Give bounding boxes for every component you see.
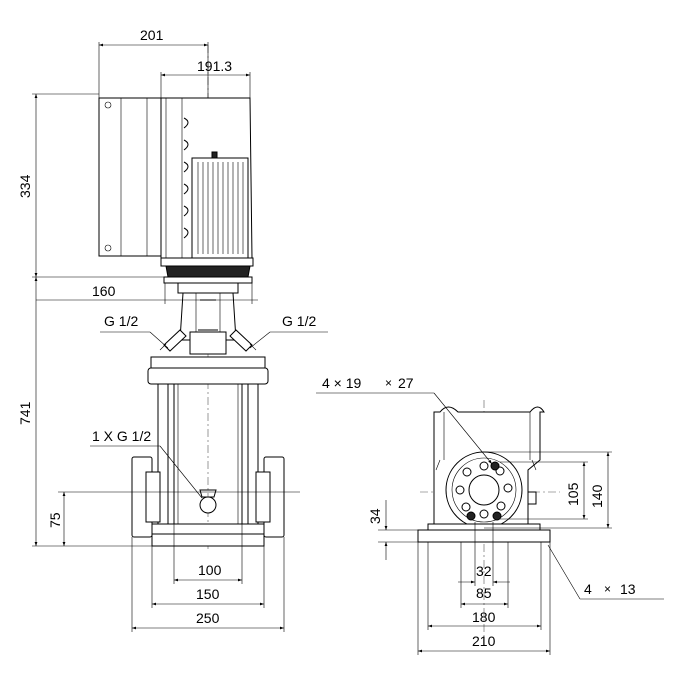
terminal-box bbox=[98, 97, 162, 257]
outlet-flange bbox=[255, 456, 285, 538]
dim-motor-width: 201 bbox=[98, 27, 209, 98]
dim-label-160: 160 bbox=[92, 283, 116, 299]
motor bbox=[98, 97, 254, 284]
pump-base bbox=[151, 523, 265, 535]
dim-label-210: 210 bbox=[472, 633, 496, 649]
dim-flange-105: 105 bbox=[500, 461, 588, 520]
end-base-plate bbox=[417, 529, 551, 543]
label-flange-holes-x: × bbox=[385, 376, 392, 390]
callout-drain: 1 X G 1/2 bbox=[90, 428, 203, 499]
flange-bore bbox=[468, 474, 500, 506]
dim-label-250: 250 bbox=[196, 610, 220, 626]
label-base-holes-4: 4 bbox=[584, 581, 592, 597]
label-drain: 1 X G 1/2 bbox=[92, 428, 151, 444]
vent-plug-right bbox=[229, 329, 253, 352]
label-flange-holes: 4 × 19 bbox=[322, 375, 362, 391]
dim-base-100: 100 bbox=[173, 524, 243, 584]
pump-head-top bbox=[150, 356, 266, 369]
dim-inlet-height: 75 bbox=[47, 491, 300, 546]
motor-flange bbox=[165, 265, 251, 278]
dim-210: 210 bbox=[417, 542, 551, 655]
callout-flange-holes: 4 × 19 × 27 bbox=[316, 375, 493, 465]
dim-label-34: 34 bbox=[367, 508, 383, 524]
label-flange-holes-27: 27 bbox=[398, 375, 414, 391]
dim-coupling-width: 160 bbox=[36, 283, 258, 304]
callout-base-holes: 4 × 13 bbox=[547, 544, 664, 600]
dim-32: 32 bbox=[458, 522, 510, 586]
dim-label-75: 75 bbox=[47, 512, 63, 528]
label-vent-left: G 1/2 bbox=[104, 313, 138, 329]
dim-85: 85 bbox=[460, 542, 509, 608]
side-plug bbox=[527, 491, 537, 505]
side-view: 201 191.3 334 741 160 bbox=[17, 27, 328, 632]
cooling-fins bbox=[191, 157, 249, 259]
label-vent-right: G 1/2 bbox=[282, 313, 316, 329]
shaft-seal bbox=[189, 331, 227, 355]
dim-label-201: 201 bbox=[140, 27, 164, 43]
dim-label-334: 334 bbox=[17, 174, 33, 198]
dim-label-85: 85 bbox=[476, 585, 492, 601]
dim-base-250: 250 bbox=[131, 537, 285, 632]
end-view: 4 × 19 × 27 34 105 140 bbox=[316, 375, 664, 655]
dim-label-180: 180 bbox=[472, 609, 496, 625]
label-base-holes-x: × bbox=[604, 582, 611, 596]
label-base-holes-13: 13 bbox=[620, 581, 636, 597]
dim-label-32: 32 bbox=[476, 563, 492, 579]
pump-head bbox=[147, 367, 269, 385]
inlet-flange bbox=[131, 456, 161, 538]
drain-plug bbox=[199, 496, 217, 514]
dim-base-150: 150 bbox=[151, 546, 265, 608]
dim-label-140: 140 bbox=[589, 484, 605, 508]
dim-180: 180 bbox=[427, 542, 542, 630]
dim-label-100: 100 bbox=[198, 562, 222, 578]
callout-vent-right: G 1/2 bbox=[249, 313, 328, 349]
dim-label-191-3: 191.3 bbox=[197, 58, 232, 74]
dim-label-741: 741 bbox=[17, 401, 33, 425]
dim-label-150: 150 bbox=[196, 586, 220, 602]
flange-bolt-holes bbox=[455, 461, 513, 521]
dim-flange-140: 140 bbox=[484, 451, 612, 529]
callout-vent-left: G 1/2 bbox=[100, 313, 169, 349]
vent-plug-left bbox=[163, 329, 187, 352]
dim-label-105: 105 bbox=[565, 482, 581, 506]
dim-shaft-height: 34 bbox=[367, 500, 418, 560]
coupling-lantern bbox=[159, 282, 257, 355]
dim-motor-depth: 191.3 bbox=[160, 58, 251, 98]
dim-motor-height: 334 bbox=[17, 93, 164, 278]
